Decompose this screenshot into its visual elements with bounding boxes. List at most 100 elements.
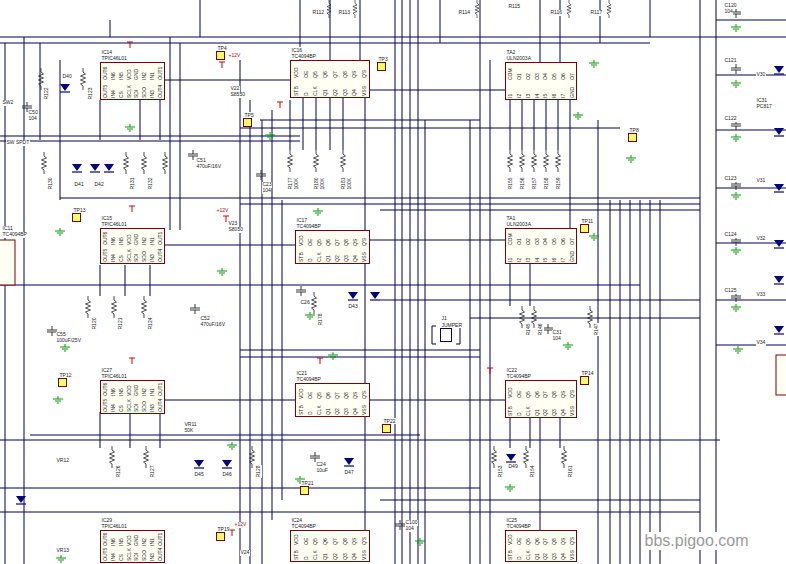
pin-name: CLK — [312, 550, 318, 560]
component-label: VR13 — [56, 548, 70, 554]
component-label: V32 — [756, 236, 766, 242]
pin-name: IN2 — [141, 72, 147, 80]
pin-name: Q5 — [525, 391, 531, 398]
pin-name: Q5 — [525, 538, 531, 545]
wire-connector — [370, 240, 505, 241]
pin-name: O5 — [551, 238, 557, 245]
capacitor-symbol — [190, 304, 200, 314]
component-label: R114 — [458, 10, 471, 16]
pin-name: IN3 — [149, 90, 155, 98]
ground-symbol — [731, 192, 741, 199]
pin-name: QS — [352, 239, 358, 246]
pin-name: IN1 — [149, 237, 155, 245]
component-label: C23 — [262, 182, 272, 188]
capacitor-symbol — [731, 180, 741, 190]
pin-name: Q6 — [534, 391, 540, 398]
component-label: C26 — [300, 300, 310, 306]
component-label: R178 — [318, 313, 324, 326]
pin-name: OE — [516, 391, 522, 398]
pin-name: IN4 — [110, 553, 116, 561]
pin-name: I1 — [507, 258, 513, 262]
component-label: R177 — [288, 177, 294, 190]
component-label: +12V — [234, 522, 247, 528]
pin-name: VSS — [569, 550, 575, 560]
pin-name: Q8 — [551, 538, 557, 545]
resistor-symbol — [142, 152, 147, 174]
pin-name: IN5 — [118, 72, 124, 80]
pin-name: VSS — [361, 252, 367, 262]
part-number: TPIC46L01 — [101, 55, 127, 61]
pin-name: VDD — [507, 387, 513, 398]
pin-name: Q5 — [312, 538, 318, 545]
pin-name: Q4 — [560, 553, 566, 560]
pin-name: QS — [560, 538, 566, 545]
component-label: C100 — [405, 520, 418, 526]
test-point: TP14 — [580, 376, 589, 385]
diode-symbol — [506, 454, 516, 462]
pin-name: CS — [118, 91, 124, 98]
test-point-name: TP8 — [629, 127, 639, 133]
ground-symbol — [227, 442, 237, 449]
pin-name: I3 — [525, 258, 531, 262]
test-point-name: TP19 — [217, 526, 230, 532]
pin-name: STB — [507, 406, 513, 416]
pin-name: I7 — [560, 258, 566, 262]
test-point-name: TP3 — [378, 56, 388, 62]
diode-symbol — [222, 460, 232, 468]
test-point-name: TP21 — [301, 480, 314, 486]
wire-connector — [165, 245, 295, 246]
pin-name: O3 — [534, 238, 540, 245]
pin-name: Q3 — [343, 408, 349, 415]
pin-name: O1 — [516, 238, 522, 245]
test-point-name: TP13 — [73, 207, 86, 213]
power-symbol — [219, 62, 225, 68]
resistor-symbol — [314, 150, 319, 172]
component-label: R154 — [530, 465, 536, 478]
transistor-symbol — [774, 240, 784, 248]
pin-name: Q3 — [342, 553, 348, 560]
ic-chip: IC17TC4094BPVDDOEQ5Q6Q7Q8QSQ'SSTBDCLKQ1Q… — [295, 230, 370, 264]
component-label: R147 — [594, 323, 600, 336]
transistor-symbol — [774, 66, 784, 74]
pin-name: SCLK — [126, 399, 132, 412]
component-label: R113 — [338, 10, 351, 16]
test-point: TP8 — [628, 133, 637, 142]
resistor-symbol — [492, 446, 497, 468]
diode-symbols — [16, 66, 784, 504]
pin-name: OUT1 — [157, 232, 163, 245]
component-label: R116 — [550, 10, 563, 16]
ground-symbol — [563, 342, 573, 349]
component-label: 104 — [552, 336, 561, 342]
pin-name: OUT1 — [157, 383, 163, 396]
test-point-name: TP14 — [581, 370, 594, 376]
pin-name: O3 — [534, 73, 540, 80]
component-label: R132 — [148, 177, 154, 190]
component-label: D45 — [194, 472, 204, 478]
pin-name: GND — [133, 234, 139, 245]
component-label: R123 — [88, 87, 94, 100]
component-label: R112 — [312, 10, 325, 16]
component-label: C50 — [28, 110, 38, 116]
pin-name: OUT4 — [157, 85, 163, 98]
pin-name: Q1 — [325, 255, 331, 262]
pin-name: IN1 — [149, 538, 155, 546]
pin-name: OE — [307, 239, 313, 246]
pin-name: Q2 — [542, 409, 548, 416]
test-point: TP13 — [72, 213, 81, 222]
resistor-symbol — [532, 306, 537, 328]
pin-name: VDD — [293, 67, 299, 78]
ground-symbol — [305, 312, 315, 319]
pin-name: Q7 — [334, 392, 340, 399]
pin-name: SDO — [141, 401, 147, 412]
partial-chip — [776, 355, 786, 395]
ic-chip: IC25TC4094BPVDDOEQ5Q6Q7Q8QSQ'SSTBDCLKQ1Q… — [505, 530, 577, 562]
pin-name: I2 — [516, 258, 522, 262]
power-symbol — [317, 358, 323, 364]
resistor-symbol — [562, 446, 567, 468]
component-label: D43 — [348, 304, 358, 310]
pin-name: IN2 — [141, 538, 147, 546]
pin-name: Q1 — [534, 409, 540, 416]
resistor-symbol — [532, 150, 537, 172]
pin-name: Q'S — [361, 537, 367, 545]
capacitor-symbol — [731, 292, 741, 302]
